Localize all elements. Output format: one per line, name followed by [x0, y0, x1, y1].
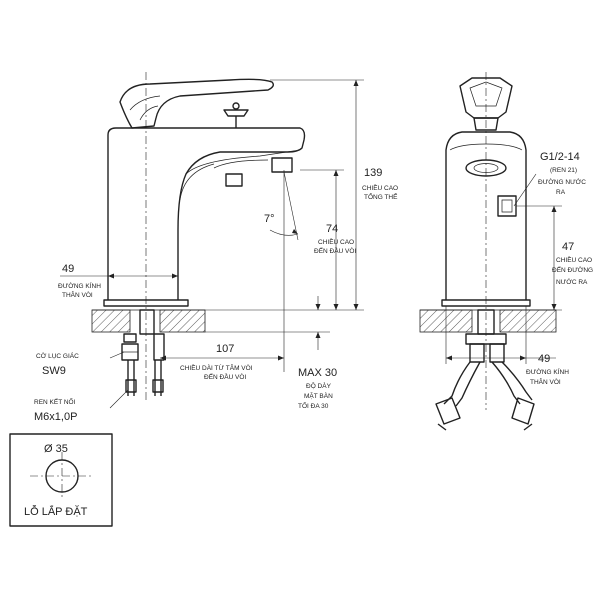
d47-line1: CHIỀU CAO: [556, 254, 592, 264]
handle-lever: [119, 78, 275, 129]
g12-line1: (REN 21): [550, 167, 577, 174]
front-outlet: [465, 159, 507, 177]
angle-value: 7°: [264, 213, 275, 225]
d139-line1: CHIỀU CAO: [362, 182, 398, 192]
sw9-line1: CỜ LỤC GIÁC: [36, 351, 79, 360]
d47-value: 47: [562, 241, 574, 253]
d49-right-value: 49: [538, 353, 550, 365]
d74-value: 74: [326, 223, 338, 235]
d74-line1: CHIỀU CAO: [318, 236, 354, 246]
d74-line2: ĐẾN ĐẦU VÒI: [314, 245, 356, 255]
countertop-left: [91, 309, 131, 333]
d107-line2: ĐẾN ĐẦU VÒI: [204, 371, 246, 381]
d47-line3: NƯỚC RA: [556, 277, 588, 286]
d47-line2: ĐẾN ĐƯỜNG: [552, 264, 593, 274]
m6-line2: M6x1,0P: [34, 411, 77, 423]
max30-line2: MẶT BÀN: [304, 391, 333, 400]
countertop-front-right: [499, 309, 557, 333]
front-body: [445, 131, 527, 300]
m6-line1: REN KẾT NỐI: [34, 396, 76, 406]
max30-line1: ĐỘ DÀY: [306, 381, 332, 390]
d49-left-line1: ĐƯỜNG KÍNH: [58, 281, 101, 290]
front-view: [419, 72, 562, 431]
front-handle: [459, 77, 513, 119]
popup-knob: [223, 109, 249, 117]
install-hole-box: [9, 433, 113, 527]
d139-value: 139: [364, 167, 382, 179]
d139-line2: TỔNG THỂ: [364, 192, 398, 201]
countertop-right: [159, 309, 206, 333]
faucet-base: [103, 299, 189, 307]
install-hole-caption: LỖ LẮP ĐẶT: [24, 505, 88, 518]
d107-value: 107: [216, 343, 234, 355]
max30-line3: TỐI ĐA 30: [298, 400, 329, 410]
aerator: [271, 157, 293, 173]
front-hose-right: [491, 361, 521, 405]
d49-right-line1: ĐƯỜNG KÍNH: [526, 367, 569, 376]
d107-line1: CHIỀU DÀI TỪ TÂM VÒI: [180, 362, 253, 372]
g12-line2: ĐƯỜNG NƯỚC: [538, 177, 586, 186]
sw9-line2: SW9: [42, 365, 66, 377]
d49-left-value: 49: [62, 263, 74, 275]
side-view: [60, 72, 364, 409]
d49-left-line2: THÂN VÒI: [62, 290, 93, 299]
hexagon-nut: [121, 343, 139, 361]
g12-line3: RA: [556, 189, 566, 196]
d49-right-line2: THÂN VÒI: [530, 377, 561, 386]
max30-value: MAX 30: [298, 367, 337, 379]
front-hose-left: [443, 361, 471, 405]
install-hole-diameter: Ø 35: [44, 443, 68, 455]
g12-value: G1/2-14: [540, 151, 580, 163]
mounting-stud: [139, 309, 155, 335]
